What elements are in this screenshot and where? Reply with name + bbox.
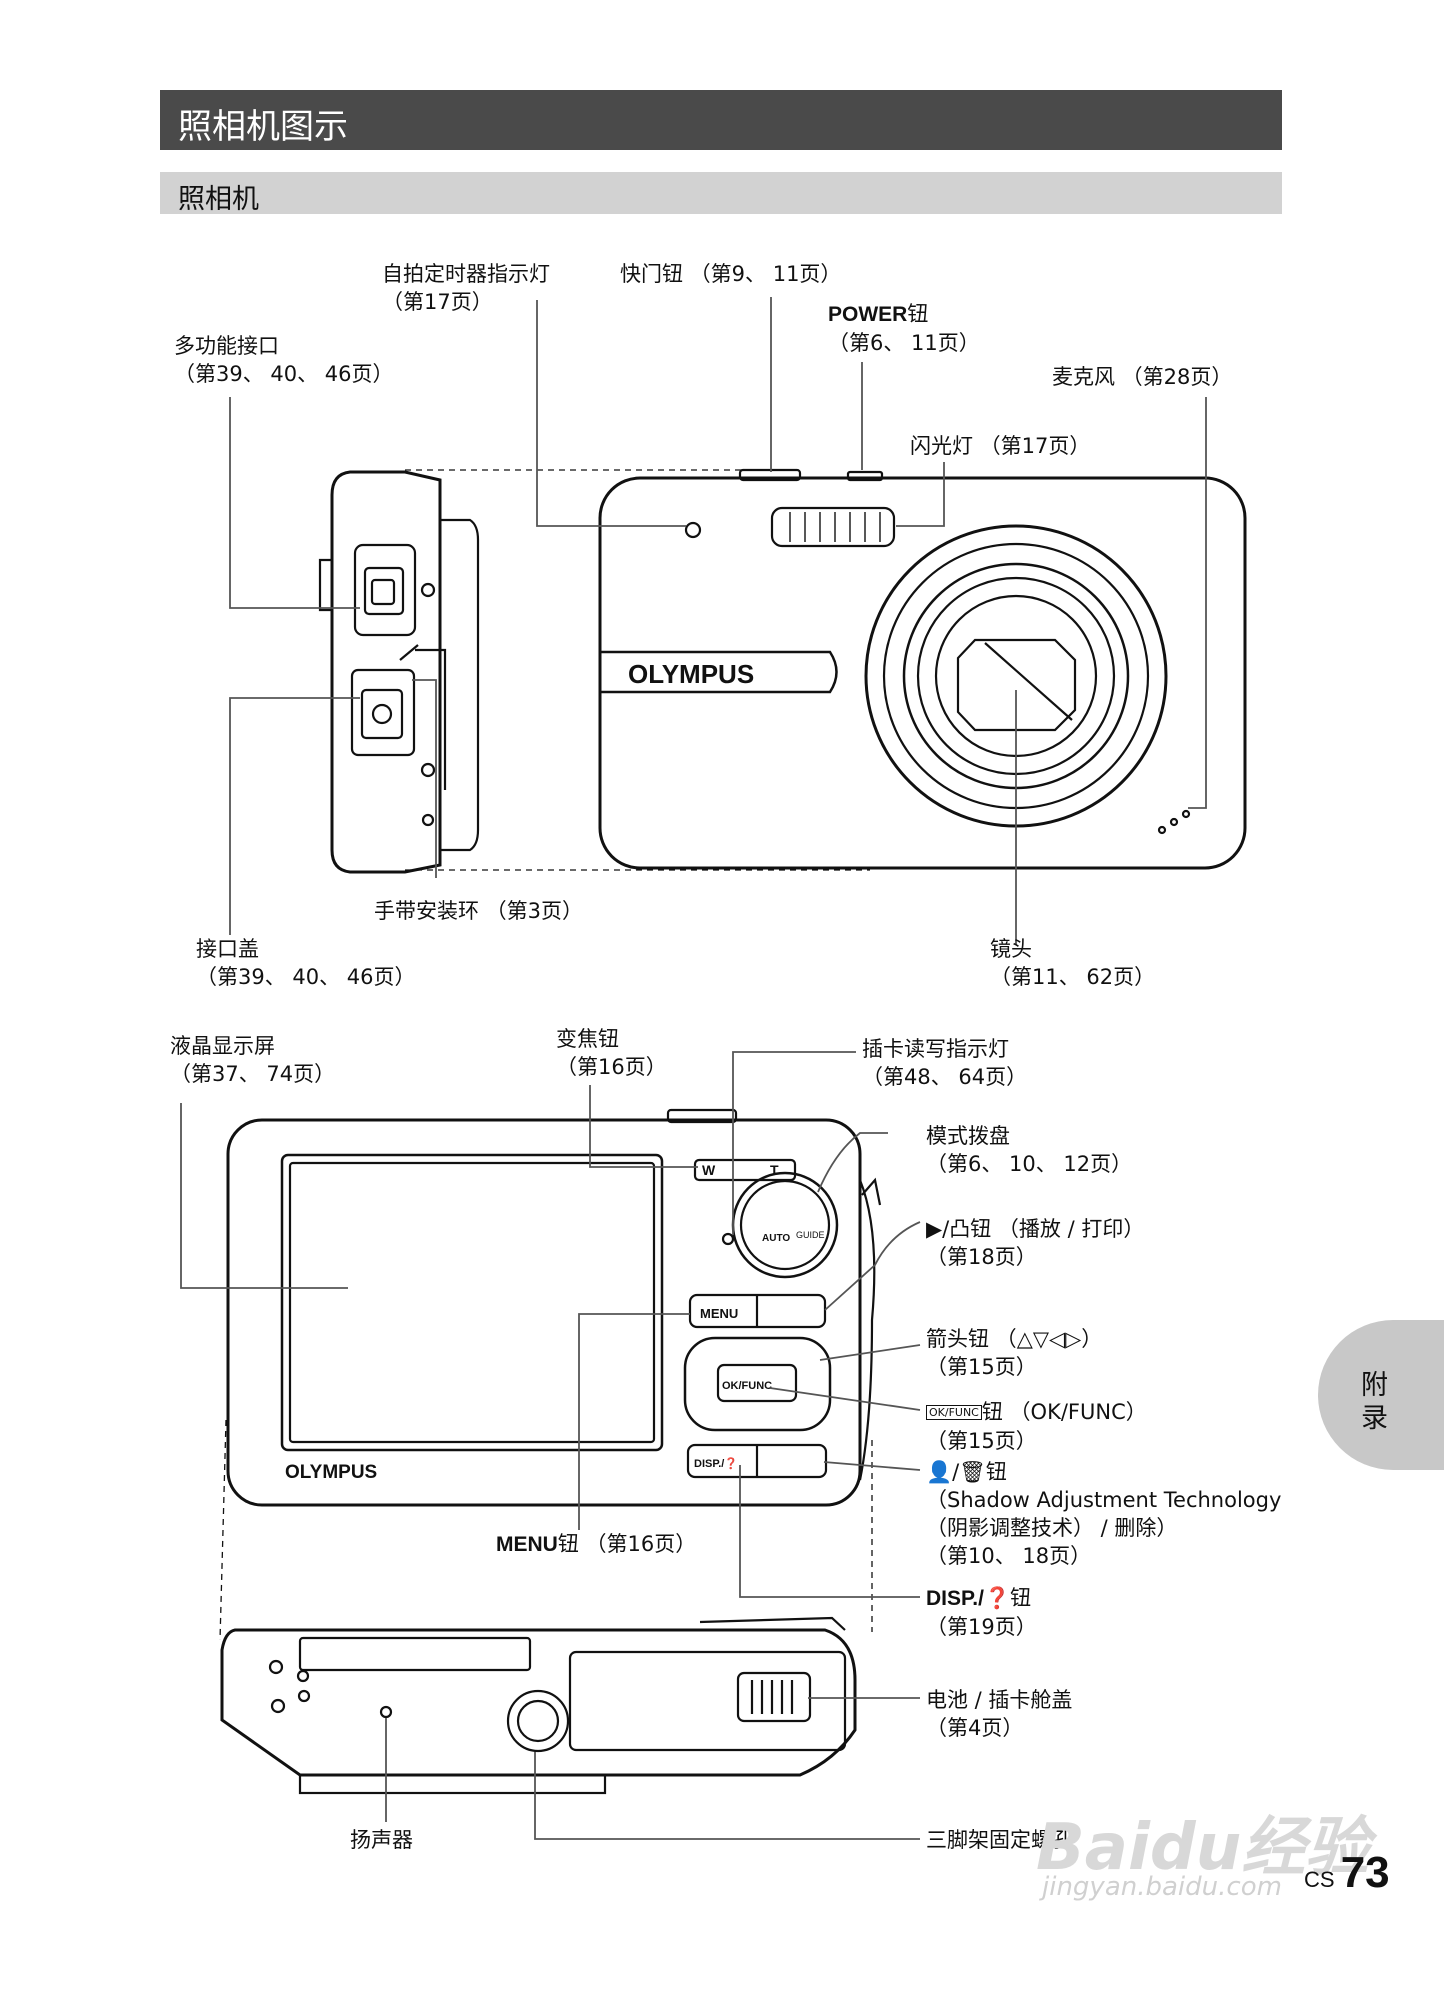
label-battery-cover: 电池 / 插卡舱盖（第4页） bbox=[926, 1688, 1073, 1740]
label-disp-button: DISP./❓钮 （第19页） bbox=[926, 1586, 1037, 1639]
play-print-icon: ▶/凸 bbox=[926, 1217, 971, 1241]
label-microphone: 麦克风 （第28页） bbox=[1052, 365, 1233, 389]
ok-button-text: OK/FUNC bbox=[722, 1380, 772, 1392]
appendix-tab bbox=[1318, 1320, 1444, 1470]
page-number: CS 73 bbox=[1304, 1848, 1390, 1898]
help-icon: ❓ bbox=[983, 1586, 1011, 1610]
camera-front-view bbox=[598, 468, 1247, 870]
label-self-timer-lamp: 自拍定时器指示灯（第17页） bbox=[382, 262, 550, 314]
disp-button-text: DISP./❓ bbox=[694, 1457, 738, 1470]
watermark-url: jingyan.baidu.com bbox=[1042, 1872, 1282, 1902]
label-arrow-pad: 箭头钮 （△▽◁▷） （第15页） bbox=[926, 1327, 1103, 1379]
subsection-title: 照相机 bbox=[178, 184, 259, 215]
label-shutter-button: 快门钮 （第9、 11页） bbox=[620, 262, 842, 286]
dial-auto-text: AUTO bbox=[762, 1233, 790, 1244]
label-speaker: 扬声器 bbox=[350, 1828, 413, 1852]
page-number-value: 73 bbox=[1340, 1848, 1390, 1897]
label-lens: 镜头（第11、 62页） bbox=[990, 937, 1156, 989]
label-strap-eyelet: 手带安装环 （第3页） bbox=[374, 899, 584, 923]
label-menu-button: MENU钮 （第16页） bbox=[496, 1532, 697, 1556]
label-lcd: 液晶显示屏（第37、 74页） bbox=[170, 1034, 336, 1086]
camera-bottom-view bbox=[220, 1616, 857, 1795]
back-logo: OLYMPUS bbox=[285, 1462, 377, 1483]
page-lang: CS bbox=[1304, 1867, 1335, 1892]
label-multi-connector: 多功能接口（第39、 40、 46页） bbox=[174, 334, 394, 386]
subsection-header: 照相机 bbox=[160, 172, 1282, 215]
camera-side-view bbox=[318, 470, 480, 874]
section-title: 照相机图示 bbox=[178, 107, 348, 147]
label-tripod-socket: 三脚架固定螺孔 bbox=[926, 1828, 1073, 1852]
label-power-button: POWER钮 （第6、 11页） bbox=[828, 302, 980, 355]
shadow-delete-icon: 👤/🗑 bbox=[926, 1460, 986, 1484]
zoom-w-text: W bbox=[702, 1162, 716, 1178]
dial-guide-text: GUIDE bbox=[796, 1230, 825, 1240]
label-mode-dial: 模式拨盘（第6、 10、 12页） bbox=[926, 1124, 1133, 1176]
section-header: 照相机图示 bbox=[160, 90, 1282, 150]
appendix-tab-label: 附录 bbox=[1356, 1370, 1387, 1436]
label-flash: 闪光灯 （第17页） bbox=[910, 434, 1091, 458]
label-connector-cover: 接口盖（第39、 40、 46页） bbox=[196, 937, 416, 989]
front-logo: OLYMPUS bbox=[628, 659, 754, 689]
okfunc-icon: OK/FUNC bbox=[926, 1405, 982, 1420]
arrow-icons: △▽◁▷ bbox=[1016, 1327, 1082, 1351]
label-play-print-button: ▶/凸钮 （播放 / 打印） （第18页） bbox=[926, 1217, 1145, 1269]
camera-back-view bbox=[226, 1108, 882, 1507]
menu-button-text: MENU bbox=[700, 1306, 738, 1321]
zoom-t-text: T bbox=[770, 1162, 779, 1178]
label-shadow-button: 👤/🗑钮 （Shadow Adjustment Technology （阴影调整… bbox=[926, 1460, 1282, 1568]
label-card-access-lamp: 插卡读写指示灯（第48、 64页） bbox=[862, 1037, 1028, 1089]
watermark-brand: Baidu经验 bbox=[1036, 1811, 1370, 1885]
label-zoom-button: 变焦钮（第16页） bbox=[556, 1027, 667, 1079]
